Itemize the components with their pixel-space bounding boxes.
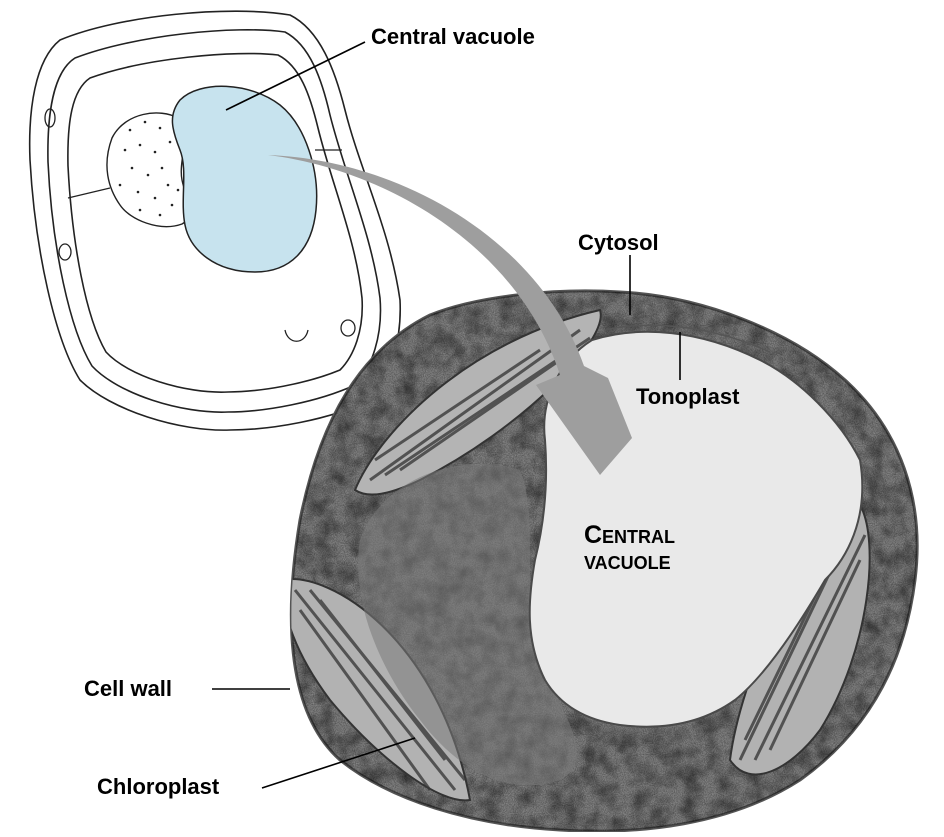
schematic-central-vacuole bbox=[172, 86, 316, 272]
label-central-line2: vacuole bbox=[584, 548, 675, 574]
leader-central-vacuole bbox=[226, 42, 365, 110]
wall-pit bbox=[59, 244, 71, 260]
label-tonoplast: Tonoplast bbox=[636, 386, 739, 408]
label-chloroplast: Chloroplast bbox=[97, 776, 219, 798]
label-central-line1: Central bbox=[584, 522, 675, 548]
label-central-vacuole: Central vacuole bbox=[371, 26, 535, 48]
label-cell-wall: Cell wall bbox=[84, 678, 172, 700]
label-central-vacuole-micrograph: Central vacuole bbox=[584, 522, 675, 574]
label-cytosol: Cytosol bbox=[578, 232, 659, 254]
wall-notch bbox=[285, 330, 308, 341]
wall-pit bbox=[341, 320, 355, 336]
